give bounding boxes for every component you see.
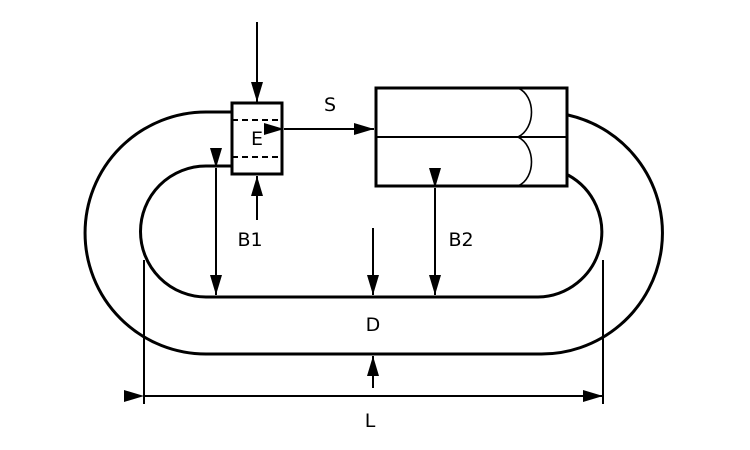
label-d: D	[366, 314, 381, 336]
label-e: E	[251, 128, 263, 150]
screw-sleeve-lower-thread	[517, 136, 533, 187]
label-s: S	[324, 94, 336, 116]
label-b2: B2	[448, 229, 473, 251]
gate-end-box	[230, 101, 284, 176]
link-inner-outline	[139, 164, 604, 299]
label-l: L	[365, 410, 376, 432]
label-b1: B1	[237, 229, 262, 251]
link-outer-outline	[83, 110, 664, 356]
screw-sleeve-upper-thread	[517, 87, 533, 138]
